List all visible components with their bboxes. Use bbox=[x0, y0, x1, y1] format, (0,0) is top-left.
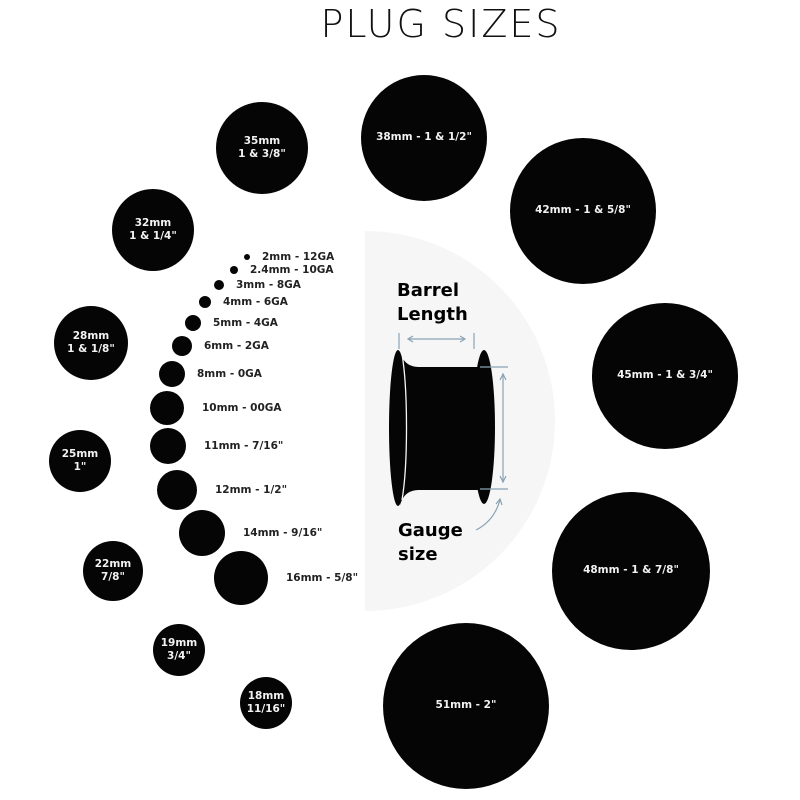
gauge-size-arrow-icon bbox=[475, 366, 508, 531]
gauge-label: 2.4mm - 10GA bbox=[250, 264, 334, 276]
barrel-length-label: Barrel Length bbox=[397, 279, 468, 327]
gauge-label: 8mm - 0GA bbox=[197, 368, 262, 380]
plug-size-label: 1 & 3/8" bbox=[238, 148, 286, 160]
plug-size-label: 18mm bbox=[247, 689, 285, 702]
gauge-dot bbox=[157, 470, 197, 510]
plug-size-label: 11/16" bbox=[246, 703, 286, 715]
gauge-dot bbox=[244, 254, 250, 260]
plug-size-circle: 45mm - 1 & 3/4" bbox=[592, 303, 738, 449]
gauge-dot bbox=[185, 315, 201, 331]
gauge-dot bbox=[199, 296, 211, 308]
gauge-label: 14mm - 9/16" bbox=[243, 527, 323, 539]
gauge-dot bbox=[214, 280, 224, 290]
gauge-label: 2mm - 12GA bbox=[262, 251, 335, 263]
plug-size-label: 38mm - 1 & 1/2" bbox=[376, 131, 472, 144]
plug-size-label: 1" bbox=[73, 461, 87, 473]
plug-size-label: 7/8" bbox=[101, 571, 125, 583]
gauge-size-line-1: Gauge bbox=[398, 520, 463, 541]
barrel-length-arrow-icon bbox=[398, 333, 475, 349]
plug-size-label: 42mm - 1 & 5/8" bbox=[535, 204, 631, 217]
gauge-label: 11mm - 7/16" bbox=[204, 440, 284, 452]
plug-size-label: 28mm bbox=[72, 329, 110, 342]
plug-size-label: 1 & 1/8" bbox=[67, 343, 115, 355]
gauge-label: 4mm - 6GA bbox=[223, 296, 288, 308]
plug-size-label: 22mm bbox=[94, 557, 132, 570]
plug-size-circle: 51mm - 2" bbox=[383, 623, 549, 789]
plug-size-circle: 42mm - 1 & 5/8" bbox=[510, 138, 656, 284]
plug-size-label: 3/4" bbox=[167, 650, 191, 662]
gauge-label: 3mm - 8GA bbox=[236, 279, 301, 291]
plug-size-label: 32mm bbox=[134, 216, 172, 229]
gauge-label: 6mm - 2GA bbox=[204, 340, 269, 352]
page-title: PLUG SIZES bbox=[320, 2, 562, 46]
gauge-dot bbox=[159, 361, 185, 387]
gauge-label: 12mm - 1/2" bbox=[215, 484, 288, 496]
plug-size-label: 35mm bbox=[243, 134, 281, 147]
plug-size-label: 45mm - 1 & 3/4" bbox=[617, 369, 713, 382]
plug-shape-icon bbox=[389, 350, 495, 506]
barrel-length-line-2: Length bbox=[397, 304, 468, 325]
gauge-dot bbox=[179, 510, 225, 556]
gauge-dot bbox=[150, 428, 186, 464]
gauge-dot bbox=[214, 551, 268, 605]
plug-size-label: 51mm - 2" bbox=[435, 699, 497, 712]
plug-size-circle: 38mm - 1 & 1/2" bbox=[361, 75, 487, 201]
gauge-dot bbox=[230, 266, 238, 274]
plug-size-label: 19mm bbox=[160, 636, 198, 649]
gauge-size-line-2: size bbox=[398, 544, 438, 565]
barrel-length-line-1: Barrel bbox=[397, 280, 459, 301]
gauge-dot bbox=[150, 391, 184, 425]
gauge-label: 16mm - 5/8" bbox=[286, 572, 359, 584]
gauge-label: 10mm - 00GA bbox=[202, 402, 282, 414]
plug-size-circle: 48mm - 1 & 7/8" bbox=[552, 492, 710, 650]
plug-size-label: 25mm bbox=[61, 447, 99, 460]
gauge-size-label: Gauge size bbox=[398, 519, 463, 567]
gauge-label: 5mm - 4GA bbox=[213, 317, 278, 329]
plug-size-label: 48mm - 1 & 7/8" bbox=[583, 564, 679, 577]
gauge-dot bbox=[172, 336, 192, 356]
plug-size-label: 1 & 1/4" bbox=[129, 230, 177, 242]
